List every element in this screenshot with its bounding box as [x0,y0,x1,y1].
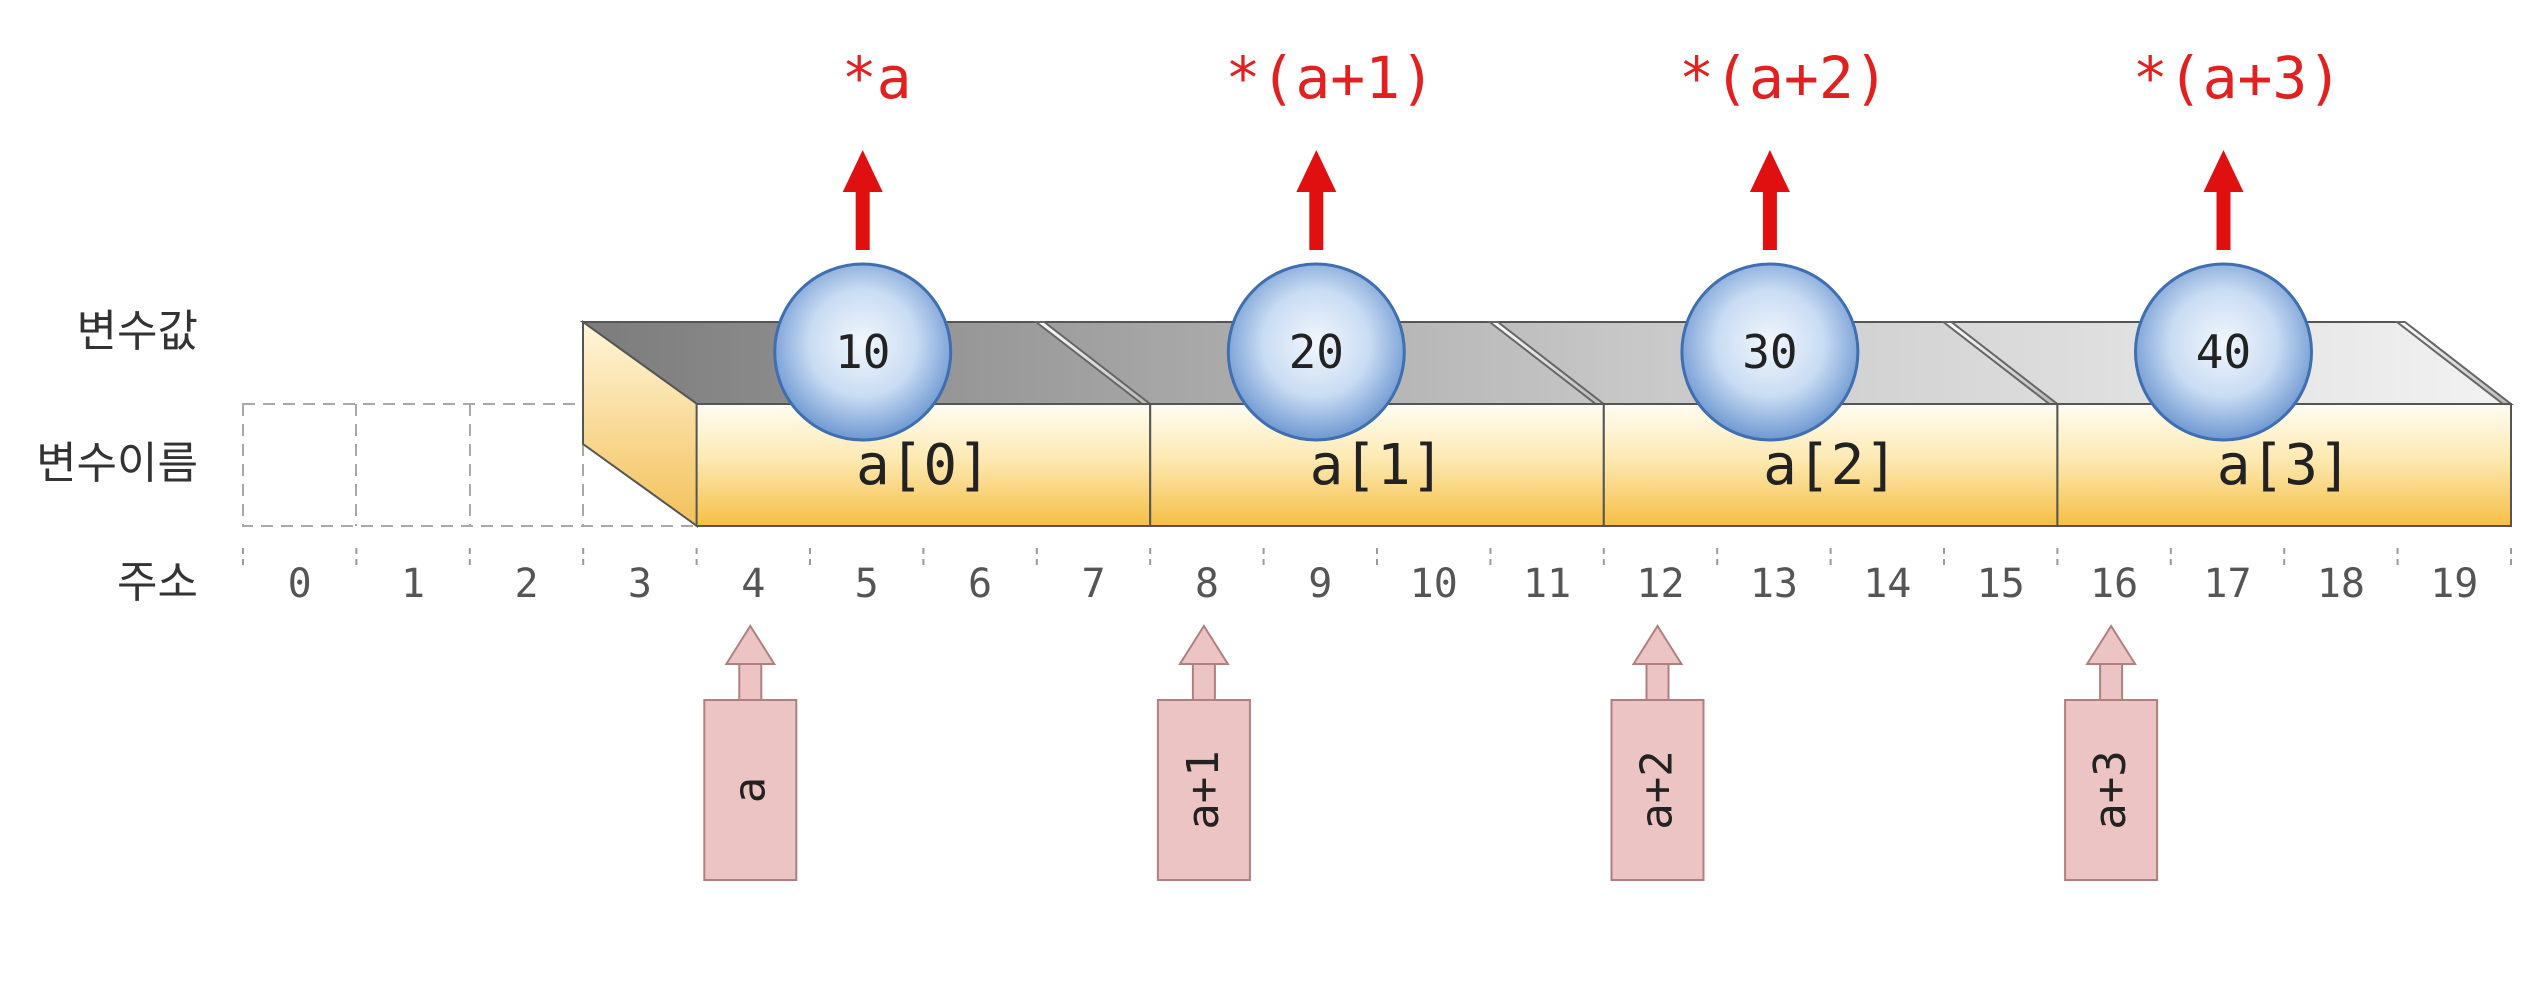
deref-label: *a [842,44,912,112]
deref-label: *(a+1) [1226,44,1436,112]
pointer-box [2064,699,2159,881]
value-ball [773,262,953,442]
pointer-arrow-head [1178,624,1230,665]
deref-arrow-head [1296,150,1337,192]
pointer-box [703,699,798,881]
address-label: 17 [2203,561,2251,607]
pointer-arrow-head [2085,624,2137,665]
address-label: 7 [1081,561,1105,607]
address-label: 14 [1863,561,1911,607]
pointer-label: a+3 [2085,750,2136,829]
pointer-box [1610,699,1705,881]
address-label: 4 [741,561,765,607]
pointer-arrow-shaft [2099,661,2124,703]
pointer-arrow-shaft [1191,661,1216,703]
address-label: 6 [968,561,992,607]
value-ball-label: 40 [2196,325,2251,379]
deref-arrow-head [1749,150,1790,192]
row-label-name: 변수이름 [36,438,198,489]
address-label: 9 [1308,561,1332,607]
value-ball-label: 20 [1289,325,1344,379]
deref-arrow-shaft [2216,190,2231,250]
array-cell-name: a[2] [1763,433,1898,498]
address-label: 3 [628,561,652,607]
value-ball-label: 30 [1742,325,1797,379]
address-label: 10 [1410,561,1458,607]
deref-arrow-shaft [1762,190,1777,250]
row-label-address: 주소 [117,557,198,608]
value-ball [2134,262,2313,442]
pointer-arrow-shaft [738,661,763,703]
deref-arrow-shaft [1309,190,1324,250]
value-ball [1680,262,1860,442]
pointer-box [1156,699,1251,881]
array-cell-name: a[3] [2217,433,2352,498]
address-label: 11 [1523,561,1571,607]
pointer-label: a+2 [1632,750,1683,829]
address-label: 2 [514,561,538,607]
deref-label: *(a+3) [2133,44,2343,112]
address-label: 12 [1636,561,1684,607]
deref-label: *(a+2) [1679,44,1889,112]
pointer-arrow-head [1631,624,1684,665]
address-label: 15 [1977,561,2025,607]
address-label: 13 [1750,561,1798,607]
deref-arrow-shaft [855,190,870,250]
top-partitions [1033,321,2514,405]
pointer-arrow-shaft [1645,661,1670,703]
address-ticks [242,548,2512,570]
pointer-arrow-head [724,624,777,665]
address-label: 16 [2090,561,2138,607]
array-cell [695,403,1152,527]
row-label-value: 변수값 [77,306,198,357]
address-label: 0 [288,561,312,607]
deref-arrow-head [2203,150,2244,192]
address-label: 5 [855,561,879,607]
address-label: 1 [401,561,425,607]
pointer-label: a+1 [1178,750,1229,829]
deref-arrow-head [842,150,883,192]
pointer-label: a [724,777,775,804]
address-label: 18 [2317,561,2365,607]
value-ball-label: 10 [835,325,890,379]
array-cell-name: a[1] [1310,433,1445,498]
address-label: 19 [2430,561,2478,607]
array-cell-name: a[0] [856,433,991,498]
address-label: 8 [1195,561,1219,607]
value-ball [1226,262,1406,442]
